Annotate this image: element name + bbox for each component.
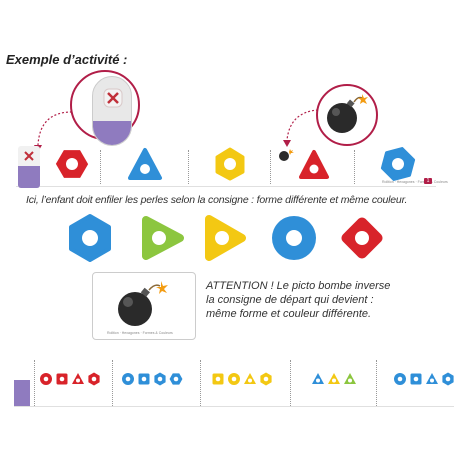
- bead-yellow-triangle: [205, 215, 246, 261]
- bead-blue-circle: [272, 216, 316, 260]
- strip-badge: 1: [424, 178, 432, 184]
- bead-blue-flower: [380, 147, 416, 181]
- bead-blue-triangle: [128, 148, 162, 180]
- bottom-instruction-card: [14, 380, 30, 406]
- caption-text: Ici, l’enfant doit enfiler les perles se…: [26, 194, 408, 206]
- bead-group-red: [40, 372, 100, 386]
- attention-text: ATTENTION ! Le picto bombe inverse la co…: [206, 280, 391, 320]
- bomb-icon: [279, 149, 294, 161]
- bomb-card-footer: Rolltion · Hexagones · Formes & Couleurs: [107, 331, 173, 335]
- bead-yellow-hexagon: [215, 147, 245, 181]
- bead-group-blue-2: [394, 372, 454, 386]
- bead-group-blue-1: [122, 372, 183, 386]
- top-strip-beads: [55, 147, 416, 181]
- bomb-card: Rolltion · Hexagones · Formes & Couleurs: [92, 272, 196, 340]
- bead-red-hexagon: [55, 150, 89, 178]
- strip-footer: Rolltion · Hexagones · Formes & Couleurs: [382, 180, 448, 184]
- instruction-card: [18, 146, 40, 188]
- bomb-icon: [118, 281, 168, 326]
- bomb-icon: [327, 94, 368, 133]
- bead-green-triangle: [142, 216, 184, 260]
- bead-red-square: [341, 217, 383, 259]
- bead-red-triangle: [299, 150, 329, 179]
- card-zoom-pill: [92, 76, 132, 146]
- x-mark-icon: [24, 151, 34, 161]
- bottom-strip-beads: [40, 372, 454, 386]
- large-beads-row: [69, 214, 383, 262]
- bead-group-triangles: [312, 373, 356, 384]
- bomb-zoom-circle: [316, 84, 378, 146]
- bead-group-yellow: [212, 372, 272, 386]
- x-mark-icon: [103, 88, 123, 108]
- bead-blue-hexagon: [69, 214, 111, 262]
- page-title: Exemple d’activité :: [6, 52, 128, 67]
